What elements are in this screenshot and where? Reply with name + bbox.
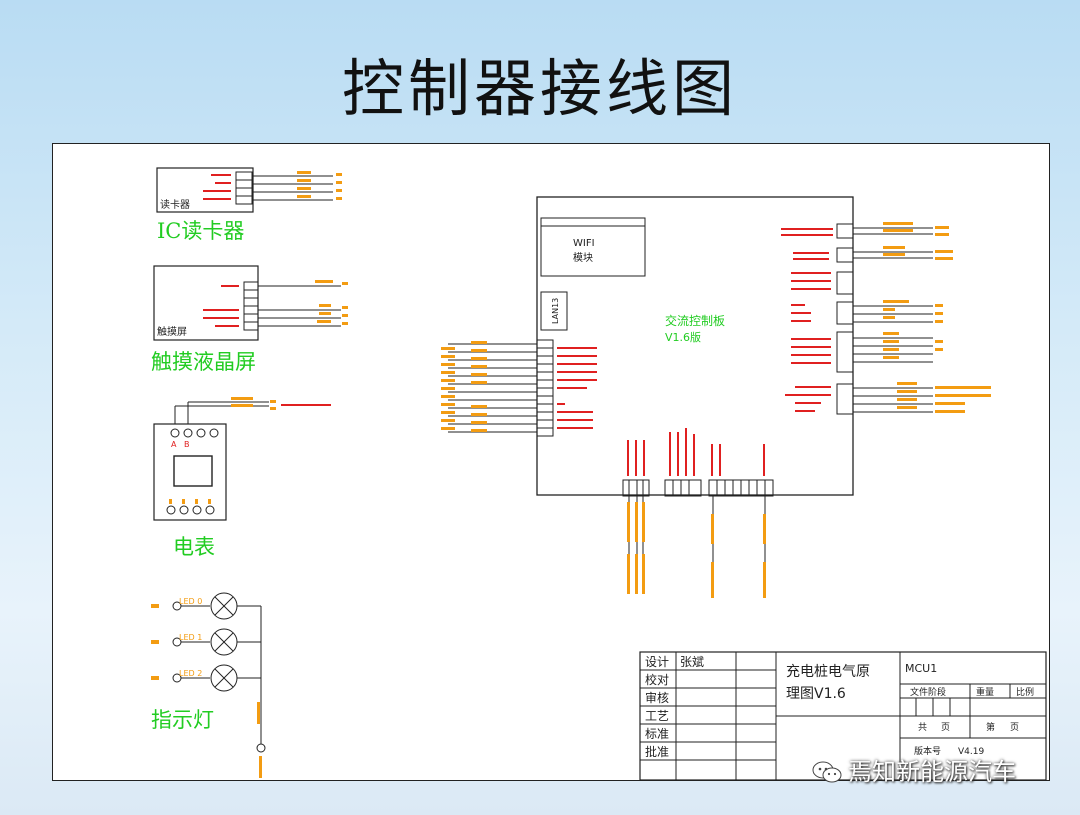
meter-terminal-a: A — [171, 440, 177, 449]
tb-code: MCU1 — [905, 662, 937, 675]
led-2-label: LED 2 — [179, 669, 202, 678]
tb-sheet-page-label: 页 — [1010, 722, 1019, 733]
card-reader-caption: IC读卡器 — [157, 219, 244, 243]
slide-title: 控制器接线图 — [341, 52, 738, 125]
tb-row-name: 张斌 — [680, 655, 704, 669]
schematic-sheet: 读卡器 IC读卡器 触摸屏 触摸液晶屏 A B 电表 — [52, 143, 1050, 781]
tb-drawing-title-2: 理图V1.6 — [786, 686, 846, 702]
schematic-diagram: 读卡器 IC读卡器 触摸屏 触摸液晶屏 A B 电表 — [151, 167, 1047, 781]
tb-row-label: 批准 — [645, 744, 669, 759]
meter-terminal-b: B — [184, 440, 190, 449]
tb-row-label: 设计 — [645, 655, 669, 669]
tb-scale-label: 比例 — [1016, 686, 1034, 698]
card-reader-box-label: 读卡器 — [160, 198, 190, 211]
meter-caption: 电表 — [173, 535, 215, 559]
tb-row-label: 工艺 — [645, 709, 669, 723]
tb-row-label: 校对 — [645, 672, 669, 687]
tb-total-label: 共 — [918, 722, 927, 733]
tb-drawing-title-1: 充电桩电气原 — [786, 663, 870, 680]
lan-label: LAN13 — [551, 298, 560, 324]
led-0-label: LED 0 — [179, 597, 202, 606]
title-block: 设计 张斌 校对 审核 工艺 标准 批准 充电桩电气原 理图V1.6 MCU1 … — [639, 651, 1047, 781]
meter-block: A B — [153, 397, 331, 521]
control-board: WIFI 模块 LAN13 交流控制板 V1.6版 — [441, 196, 991, 598]
watermark-text: 焉知新能源汽车 — [848, 758, 1016, 786]
led-1-label: LED 1 — [179, 633, 202, 642]
tb-version-label: 版本号 — [914, 745, 941, 757]
led-indicator-block: LED 0 LED 1 LED 2 — [151, 592, 266, 778]
tb-row-label: 标准 — [645, 727, 669, 741]
board-title: 交流控制板 — [665, 313, 725, 328]
wifi-module-title: WIFI — [573, 238, 595, 249]
touch-screen-box-label: 触摸屏 — [157, 325, 187, 338]
touch-screen-caption: 触摸液晶屏 — [151, 350, 256, 374]
tb-stage-label: 文件阶段 — [910, 686, 946, 698]
tb-page-label: 页 — [941, 722, 950, 733]
wifi-module-sub: 模块 — [573, 252, 593, 264]
tb-row-label: 审核 — [645, 690, 669, 705]
watermark: 焉知新能源汽车 — [812, 752, 1016, 787]
touch-screen-block: 触摸屏 — [153, 265, 348, 341]
tb-weight-label: 重量 — [976, 686, 994, 698]
indicator-caption: 指示灯 — [151, 708, 214, 732]
tb-version-value: V4.19 — [958, 747, 984, 757]
card-reader-block: 读卡器 — [156, 167, 342, 213]
board-version: V1.6版 — [665, 330, 701, 344]
tb-sheet-label: 第 — [986, 721, 995, 733]
wechat-icon — [812, 761, 842, 783]
